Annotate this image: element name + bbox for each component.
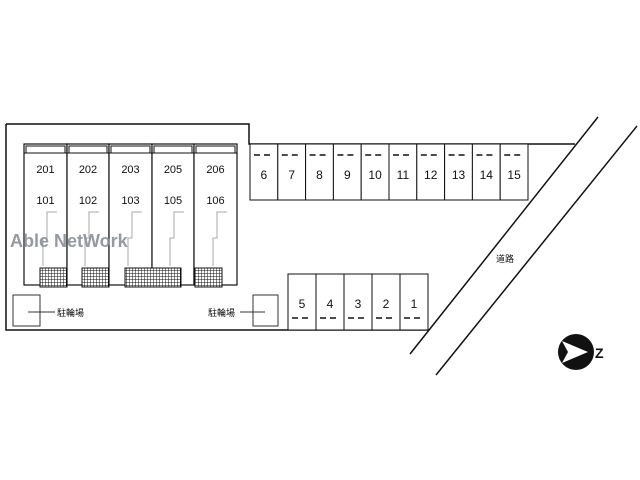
unit-label-upper: 202	[79, 164, 97, 176]
apartment-unit: 201 101	[23, 143, 68, 286]
apartment-unit: 203 103	[108, 143, 153, 286]
bike-parking-left: 駐輪場	[12, 294, 84, 327]
parking-space: 3	[343, 273, 373, 331]
unit-label-upper: 206	[206, 164, 224, 176]
parking-number: 15	[507, 168, 521, 182]
parking-space: 1	[399, 273, 429, 331]
parking-number: 10	[368, 168, 382, 182]
balcony-grate	[194, 267, 223, 288]
unit-label-upper: 201	[36, 164, 54, 176]
parking-space: 5	[287, 273, 317, 331]
unit-label-lower: 103	[121, 195, 139, 207]
apartment-unit: 206 106	[193, 143, 238, 286]
parking-space: 4	[315, 273, 345, 331]
parking-number: 7	[288, 168, 295, 182]
parking-space: 6	[249, 143, 279, 201]
unit-label-upper: 203	[121, 164, 139, 176]
parking-space: 8	[305, 143, 334, 201]
parking-space: 13	[444, 143, 473, 201]
parking-space: 7	[277, 143, 307, 201]
unit-label-lower: 102	[79, 195, 97, 207]
balcony-grate	[124, 267, 182, 288]
balcony-grate	[39, 267, 68, 288]
parking-space: 10	[360, 143, 390, 201]
balcony-grate	[81, 267, 110, 288]
watermark: Able NetWork	[10, 231, 129, 251]
parking-space: 2	[371, 273, 401, 331]
parking-number: 13	[452, 168, 466, 182]
parking-number: 6	[261, 168, 268, 182]
parking-number: 3	[355, 297, 362, 311]
bike-parking-right: 駐輪場	[208, 294, 279, 327]
north-compass: Z	[558, 334, 604, 370]
parking-number: 1	[411, 297, 418, 311]
road-label: 道路	[496, 253, 514, 264]
parking-space: 15	[499, 143, 529, 201]
bike-parking-label: 駐輪場	[57, 307, 84, 318]
parking-space: 12	[416, 143, 446, 201]
parking-space: 14	[471, 143, 501, 201]
parking-number: 2	[383, 297, 390, 311]
road-edge-right	[435, 125, 638, 376]
parking-number: 9	[344, 168, 351, 182]
unit-label-lower: 106	[206, 195, 224, 207]
parking-number: 4	[327, 297, 334, 311]
parking-number: 12	[424, 168, 438, 182]
unit-label-lower: 101	[36, 195, 54, 207]
bike-parking-label: 駐輪場	[208, 307, 235, 318]
parking-number: 8	[316, 168, 323, 182]
compass-label: Z	[595, 345, 604, 361]
parking-space: 11	[388, 143, 418, 201]
parking-number: 14	[480, 168, 494, 182]
unit-label-lower: 105	[164, 195, 182, 207]
parking-space: 9	[332, 143, 362, 201]
apartment-unit: 205 105	[151, 143, 195, 286]
apartment-unit: 202 102	[66, 143, 110, 286]
parking-number: 11	[397, 168, 410, 182]
unit-label-upper: 205	[164, 164, 182, 176]
road-edge-left	[409, 116, 599, 355]
parking-number: 5	[299, 297, 306, 311]
